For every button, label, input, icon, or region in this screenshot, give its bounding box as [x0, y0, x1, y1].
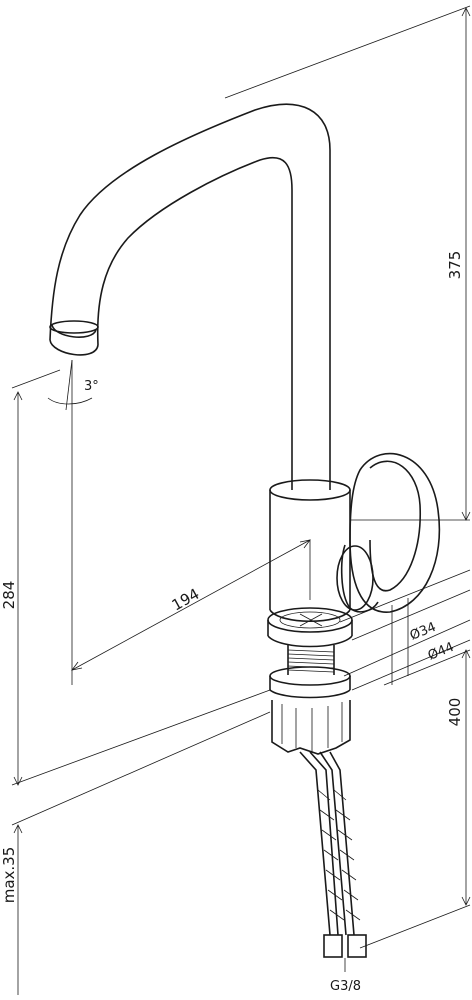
- mounting-nut: [269, 666, 351, 755]
- dim-spout-height-label: 284: [0, 581, 18, 610]
- supply-hoses: [299, 751, 367, 958]
- dim-spout-height: 284: [0, 369, 271, 786]
- dim-angle: 3°: [47, 359, 99, 411]
- dim-max-thickness-label: max.35: [0, 847, 18, 904]
- dim-diameter-outer-label: Ø44: [426, 640, 456, 664]
- dim-max-thickness: max.35: [0, 711, 271, 995]
- dim-body-height: 400: [359, 649, 471, 949]
- dim-spout-reach: 194: [71, 410, 311, 685]
- mounting-thread: [287, 645, 335, 675]
- dim-spout-reach-label: 194: [169, 585, 203, 615]
- faucet-spout: [49, 103, 331, 490]
- dim-diameters: Ø34 Ø44: [339, 569, 471, 691]
- dim-total-height-label: 375: [446, 251, 464, 280]
- dim-connection-label: G3/8: [330, 979, 361, 994]
- faucet-base-flange: [267, 607, 353, 648]
- dim-connection: G3/8: [330, 958, 361, 994]
- faucet-lever-handle: [336, 452, 441, 613]
- dim-angle-label: 3°: [84, 379, 99, 394]
- dim-diameter-inner-label: Ø34: [408, 620, 438, 644]
- dim-body-height-label: 400: [446, 698, 464, 727]
- dim-total-height: 375: [224, 5, 471, 521]
